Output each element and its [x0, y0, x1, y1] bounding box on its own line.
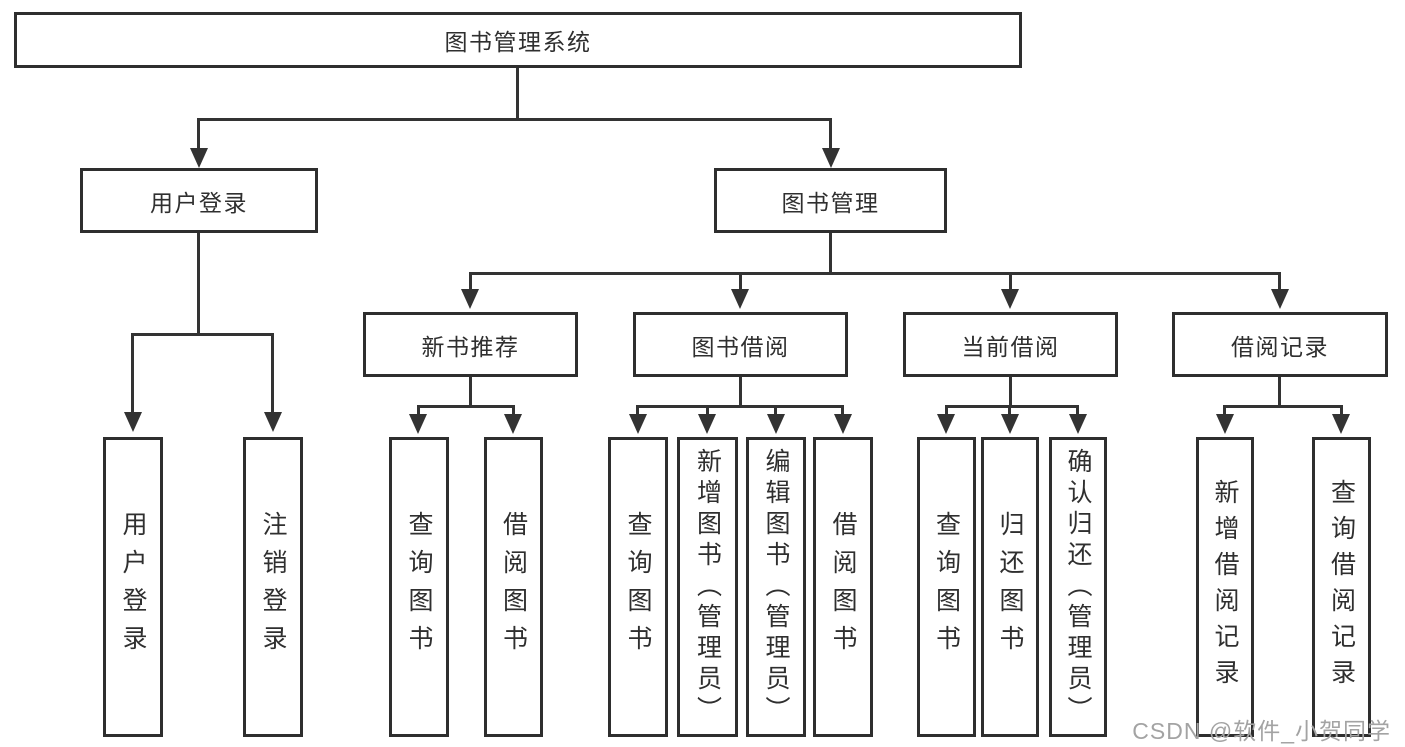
watermark: CSDN @软件_小贺同学: [1132, 718, 1391, 744]
connector-line: [829, 118, 832, 150]
node-label: 确认归还（管理员）: [1064, 447, 1092, 727]
leaf-query-books-recommend: 查询图书: [389, 437, 449, 737]
node-user-login: 用户登录: [80, 168, 318, 233]
arrow-down-icon: [190, 148, 208, 168]
connector-line: [469, 377, 472, 408]
connector-line: [1223, 405, 1342, 408]
connector-line: [739, 377, 742, 408]
leaf-borrow-books: 借阅图书: [813, 437, 873, 737]
connector-line: [1278, 377, 1281, 408]
connector-line: [774, 405, 777, 415]
node-label: 查询借阅记录: [1327, 479, 1356, 695]
connector-line: [197, 233, 200, 336]
leaf-query-borrow-record: 查询借阅记录: [1312, 437, 1371, 737]
connector-line: [945, 405, 948, 415]
connector-line: [417, 405, 420, 415]
node-label: 查询图书: [624, 511, 652, 663]
leaf-user-login: 用户登录: [103, 437, 163, 737]
node-label: 查询图书: [405, 511, 433, 663]
node-label: 图书管理: [781, 189, 880, 216]
arrow-down-icon: [504, 414, 522, 434]
arrow-down-icon: [1332, 414, 1350, 434]
connector-line: [1009, 377, 1012, 408]
node-label: 注销登录: [259, 511, 287, 663]
connector-line: [636, 405, 843, 408]
connector-line: [829, 233, 832, 275]
arrow-down-icon: [629, 414, 647, 434]
leaf-borrow-books-recommend: 借阅图书: [484, 437, 543, 737]
arrow-down-icon: [698, 414, 716, 434]
leaf-return-books: 归还图书: [981, 437, 1039, 737]
arrow-down-icon: [461, 289, 479, 309]
node-label: 编辑图书（管理员）: [762, 447, 790, 727]
arrow-down-icon: [822, 148, 840, 168]
arrow-down-icon: [731, 289, 749, 309]
connector-line: [197, 118, 200, 150]
leaf-add-borrow-record: 新增借阅记录: [1196, 437, 1254, 737]
connector-line: [1340, 405, 1343, 415]
node-label: 新书推荐: [421, 333, 520, 360]
connector-line: [197, 118, 832, 121]
connector-line: [841, 405, 844, 415]
connector-line: [945, 405, 1079, 408]
connector-line: [706, 405, 709, 415]
connector-line: [469, 272, 1281, 275]
connector-line: [131, 333, 274, 336]
connector-line: [271, 333, 274, 413]
node-label: 当前借阅: [961, 333, 1060, 360]
node-borrowing-records: 借阅记录: [1172, 312, 1388, 377]
connector-line: [1223, 405, 1226, 415]
arrow-down-icon: [834, 414, 852, 434]
arrow-down-icon: [409, 414, 427, 434]
arrow-down-icon: [1069, 414, 1087, 434]
connector-line: [1076, 405, 1079, 415]
node-label: 图书管理系统: [444, 29, 592, 55]
node-book-borrowing: 图书借阅: [633, 312, 848, 377]
connector-line: [739, 272, 742, 290]
connector-line: [1278, 272, 1281, 290]
arrow-down-icon: [124, 412, 142, 432]
node-label: 查询图书: [932, 511, 961, 663]
node-label: 新增图书（管理员）: [693, 447, 722, 727]
connector-line: [1008, 405, 1011, 415]
node-label: 用户登录: [119, 511, 147, 663]
leaf-edit-books-admin: 编辑图书（管理员）: [746, 437, 806, 737]
node-label: 借阅图书: [829, 511, 857, 663]
connector-line: [516, 66, 519, 120]
node-book-management: 图书管理: [714, 168, 947, 233]
node-label: 新增借阅记录: [1211, 479, 1239, 695]
node-label: 借阅图书: [499, 511, 528, 663]
leaf-query-books-borrowing: 查询图书: [608, 437, 668, 737]
connector-line: [636, 405, 639, 415]
arrow-down-icon: [1271, 289, 1289, 309]
node-label: 借阅记录: [1231, 333, 1329, 360]
node-label: 用户登录: [150, 189, 248, 216]
node-new-book-recommend: 新书推荐: [363, 312, 578, 377]
node-label: 图书借阅: [691, 333, 790, 360]
connector-line: [1009, 272, 1012, 290]
arrow-down-icon: [1216, 414, 1234, 434]
node-current-borrowing: 当前借阅: [903, 312, 1118, 377]
arrow-down-icon: [264, 412, 282, 432]
arrow-down-icon: [1001, 414, 1019, 434]
arrow-down-icon: [1001, 289, 1019, 309]
connector-line: [512, 405, 515, 415]
leaf-confirm-return-admin: 确认归还（管理员）: [1049, 437, 1107, 737]
leaf-logout: 注销登录: [243, 437, 303, 737]
arrow-down-icon: [767, 414, 785, 434]
leaf-add-books-admin: 新增图书（管理员）: [677, 437, 738, 737]
node-library-management-system: 图书管理系统: [14, 12, 1022, 68]
connector-line: [417, 405, 515, 408]
leaf-query-books-current: 查询图书: [917, 437, 976, 737]
connector-line: [469, 272, 472, 290]
connector-line: [131, 333, 134, 413]
arrow-down-icon: [937, 414, 955, 434]
node-label: 归还图书: [996, 511, 1024, 663]
